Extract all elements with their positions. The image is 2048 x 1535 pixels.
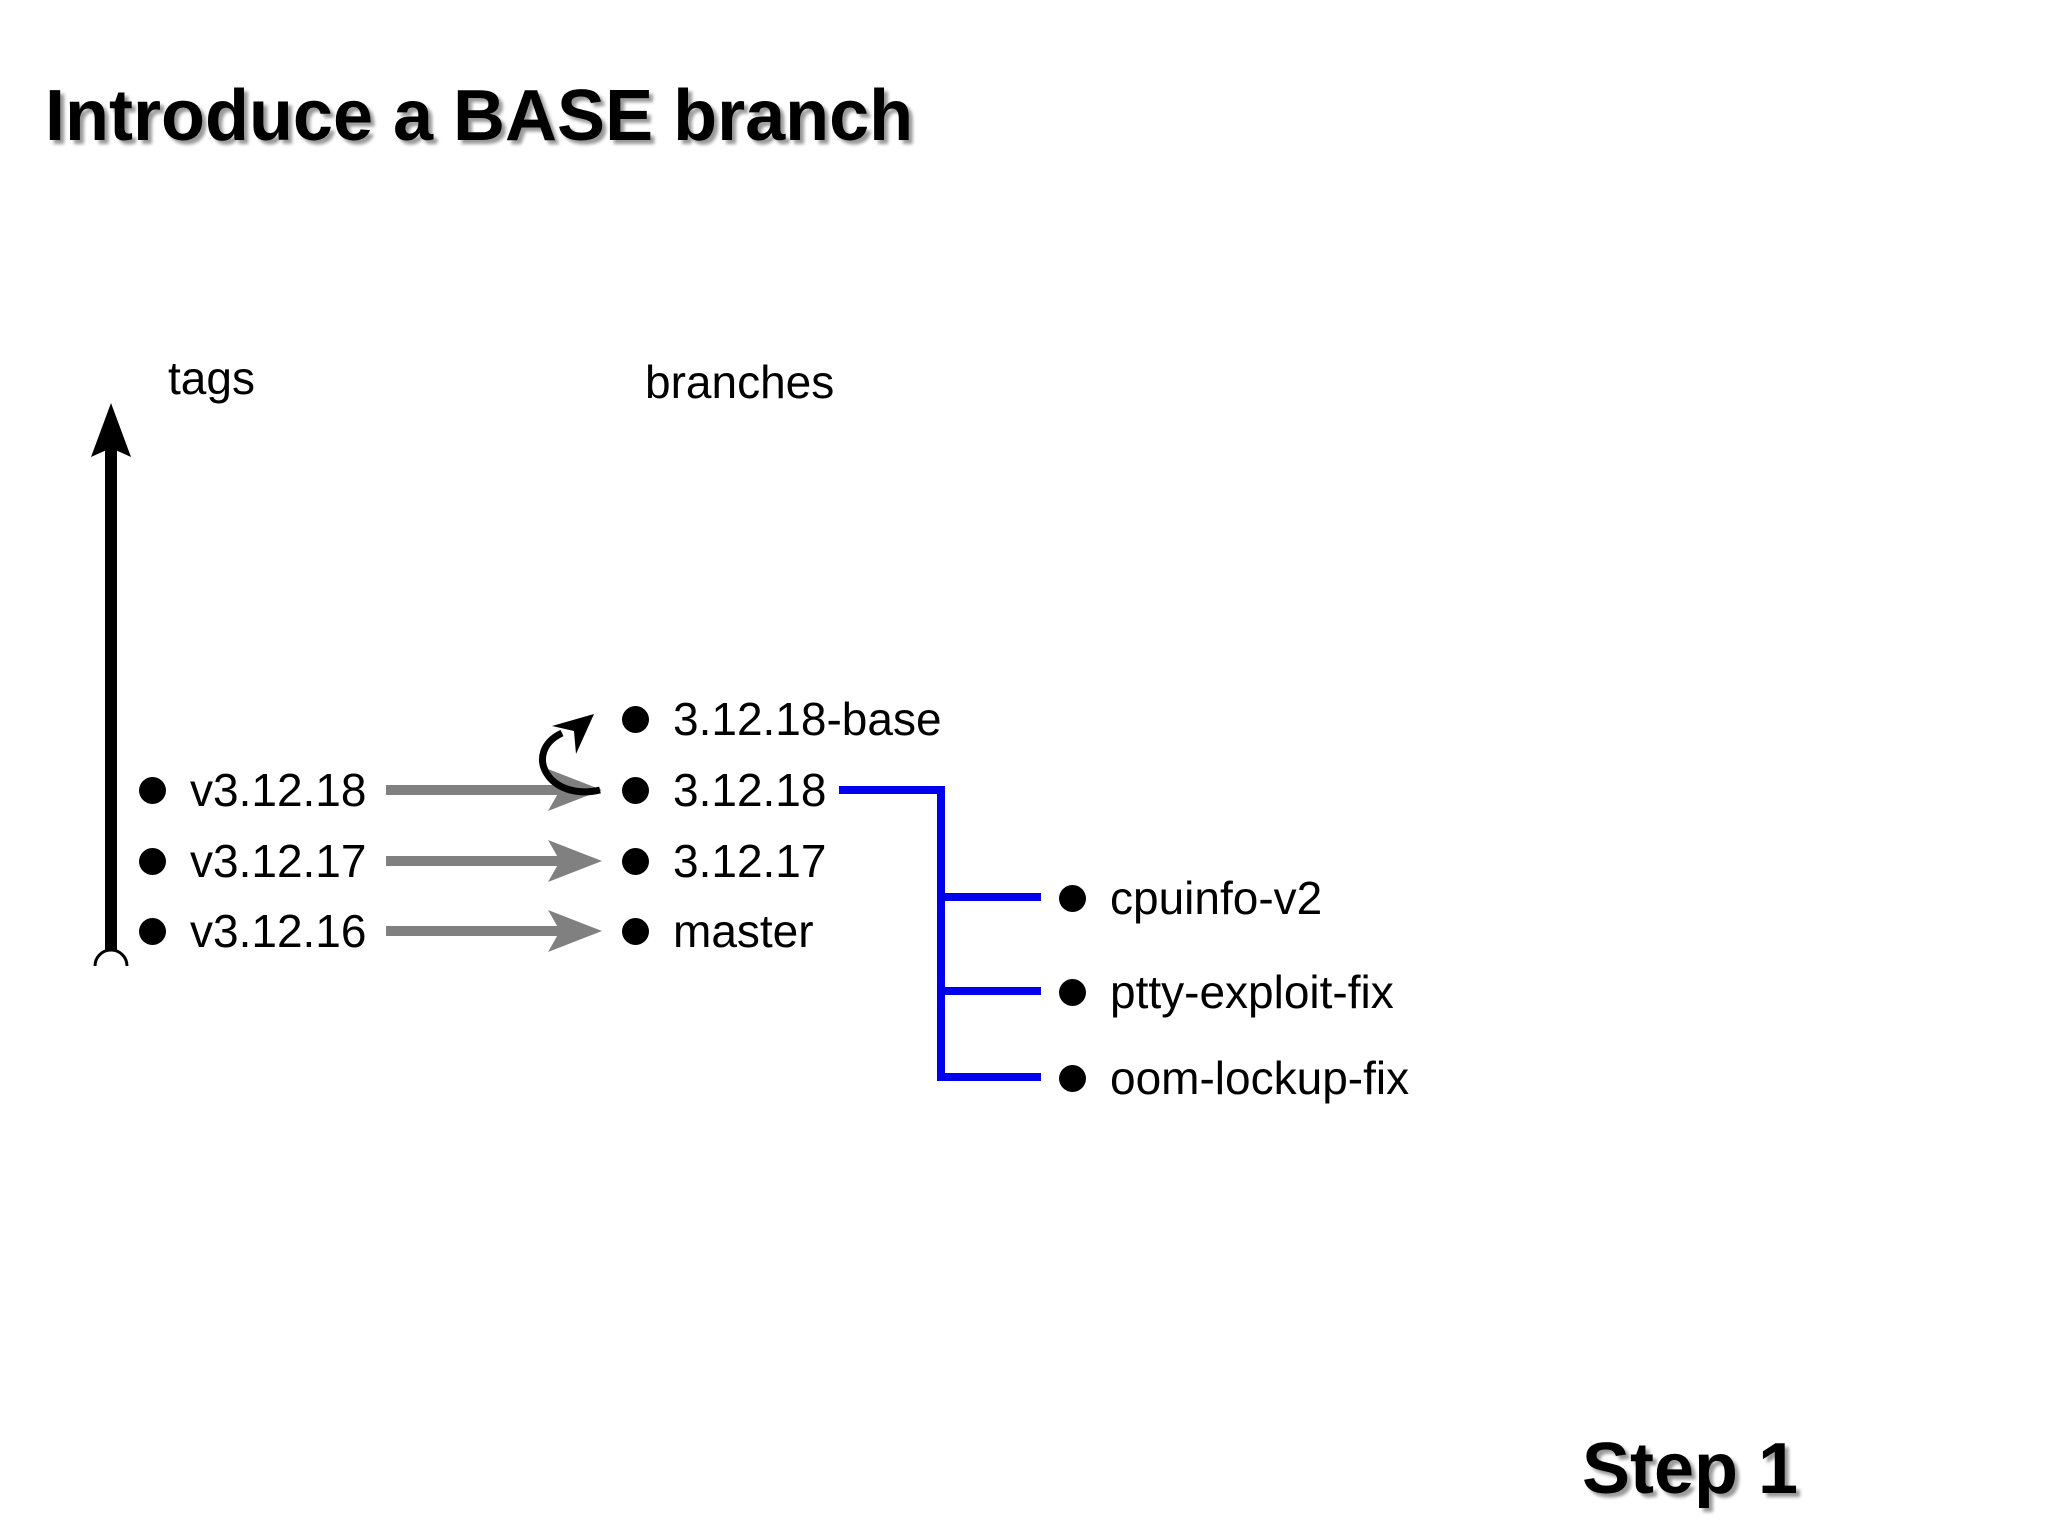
tag-arrow-head-icon — [548, 910, 602, 952]
feature-branch-label: ptty-exploit-fix — [1110, 966, 1394, 1018]
step-label: Step 1 — [1582, 1429, 1799, 1509]
feature-branch-label: oom-lockup-fix — [1110, 1052, 1410, 1104]
tag-to-branch-arrows — [386, 769, 602, 952]
feature-branch-row: ptty-exploit-fix — [1059, 969, 1394, 1015]
tag-arrow-shaft — [386, 926, 562, 936]
branch-tree-connector — [839, 786, 1041, 1081]
commit-dot-icon — [1059, 884, 1086, 912]
tags-column-header: tags — [168, 352, 255, 404]
branch-row: 3.12.18 — [622, 767, 826, 813]
branch-label: 3.12.18 — [673, 764, 827, 816]
tag-row: v3.12.18 — [139, 767, 366, 813]
rebase-curved-arrow — [539, 714, 601, 796]
branch-label: 3.12.17 — [673, 835, 827, 887]
tag-arrow-shaft — [386, 856, 562, 866]
commit-dot-icon — [1059, 1064, 1086, 1092]
commit-dot-icon — [622, 705, 649, 733]
commit-dot-icon — [139, 917, 166, 945]
timeline-arrowhead-icon — [91, 403, 131, 457]
tag-label: v3.12.17 — [190, 835, 367, 887]
curved-arrow-shaft — [539, 729, 601, 796]
tag-arrow-head-icon — [548, 840, 602, 882]
branch-row: 3.12.17 — [622, 838, 826, 884]
branch-row: master — [622, 908, 814, 954]
commit-dot-icon — [139, 776, 166, 804]
branches-column-header: branches — [645, 356, 835, 408]
branch-label: master — [673, 905, 814, 957]
page-title: Introduce a BASE branch — [45, 76, 914, 156]
timeline-origin-notch-icon — [93, 948, 129, 967]
feature-branch-label: cpuinfo-v2 — [1110, 872, 1323, 924]
tag-row: v3.12.16 — [139, 908, 366, 954]
timeline-line — [105, 448, 117, 958]
tag-row: v3.12.17 — [139, 838, 366, 884]
timeline-arrow — [91, 403, 131, 967]
commit-dot-icon — [1059, 978, 1086, 1006]
branch-label: 3.12.18-base — [673, 693, 942, 745]
tag-label: v3.12.16 — [190, 905, 367, 957]
commit-dot-icon — [622, 917, 649, 945]
feature-branch-row: cpuinfo-v2 — [1059, 875, 1322, 921]
branch-row: 3.12.18-base — [622, 696, 942, 742]
tag-label: v3.12.18 — [190, 764, 367, 816]
tag-arrow-shaft — [386, 785, 562, 795]
commit-dot-icon — [139, 847, 166, 875]
commit-dot-icon — [622, 776, 649, 804]
commit-dot-icon — [622, 847, 649, 875]
feature-branch-row: oom-lockup-fix — [1059, 1055, 1409, 1101]
curved-arrow-head-icon — [552, 714, 594, 754]
